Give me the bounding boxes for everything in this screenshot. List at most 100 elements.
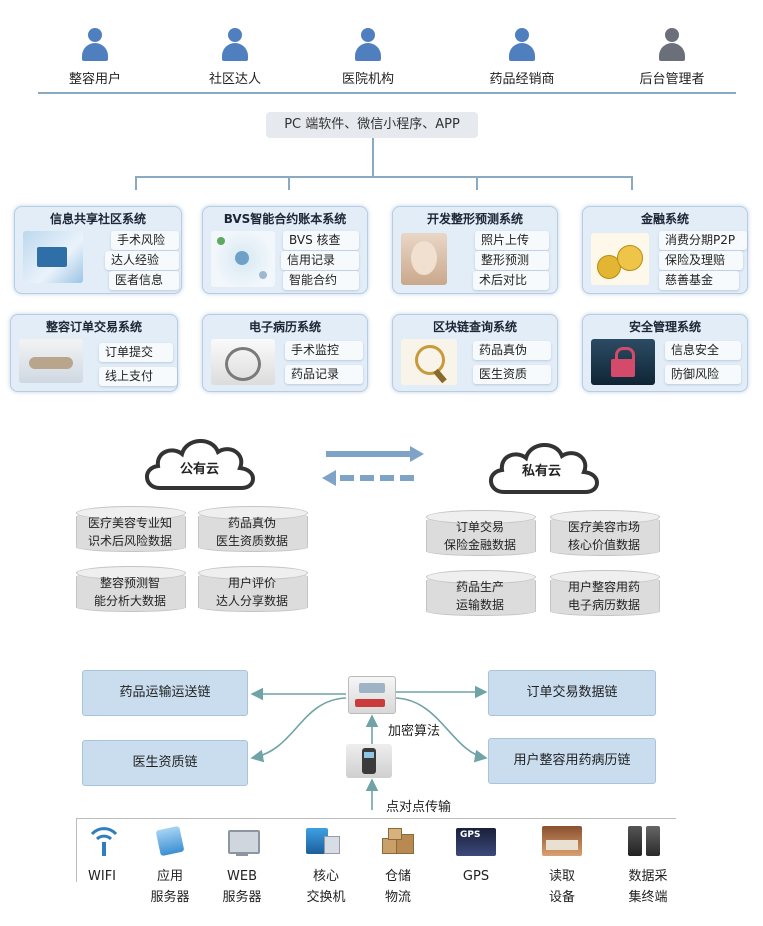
device-label-reader: 读取设备 xyxy=(548,869,575,905)
magnifier-icon xyxy=(401,339,457,385)
chain-emr: 用户整容用药病历链 xyxy=(488,738,656,784)
private-cloud: 私有云 xyxy=(482,432,606,500)
system-tag: 达人经验 xyxy=(105,251,179,270)
device-label-terminal: 数据采集终端 xyxy=(628,869,668,905)
system-tag: 手术风险 xyxy=(111,231,179,250)
system-tag: 手术监控 xyxy=(285,341,363,360)
system-title: 区块链查询系统 xyxy=(432,320,517,334)
system-title: 信息共享社区系统 xyxy=(49,212,146,226)
person-icon xyxy=(355,28,381,64)
system-order-trading: 整容订单交易系统 订单提交 线上支付 xyxy=(10,314,178,392)
system-title: 安全管理系统 xyxy=(628,320,701,334)
terminal-icon xyxy=(624,826,668,858)
connector xyxy=(288,176,290,190)
user-role-admin: 后台管理者 xyxy=(617,28,727,87)
sync-arrows xyxy=(322,446,424,486)
database-cylinder: 药品生产运输数据 xyxy=(426,570,536,616)
handheld-device-icon xyxy=(346,744,392,778)
chain-order-trading: 订单交易数据链 xyxy=(488,670,656,716)
database-cylinder: 订单交易保险金融数据 xyxy=(426,510,536,556)
system-blockchain-query: 区块链查询系统 药品真伪 医生资质 xyxy=(392,314,558,392)
device-frame-left xyxy=(76,818,77,882)
user-role-label: 整容用户 xyxy=(68,72,121,87)
db-label: 整容预测智 xyxy=(99,576,160,590)
web-server-icon xyxy=(222,826,262,858)
person-icon xyxy=(509,28,535,64)
system-title: BVS智能合约账本系统 xyxy=(223,212,347,226)
app-server-icon xyxy=(150,825,190,858)
system-title: 开发整形预测系统 xyxy=(426,212,523,226)
chain-doctor-qualification: 医生资质链 xyxy=(82,740,248,786)
db-label: 药品生产 xyxy=(455,580,504,594)
stethoscope-icon xyxy=(211,339,275,385)
database-cylinder: 用户整容用药电子病历数据 xyxy=(550,570,660,616)
device-label-wifi: WIFI xyxy=(88,869,116,884)
system-tag: 照片上传 xyxy=(475,231,549,250)
system-tag: 术后对比 xyxy=(473,271,549,290)
db-label: 达人分享数据 xyxy=(215,594,288,608)
p2p-label: 点对点传输 xyxy=(386,800,452,815)
connector xyxy=(372,138,374,176)
platform-box: PC 端软件、微信小程序、APP xyxy=(266,112,478,138)
encryption-label: 加密算法 xyxy=(388,724,441,739)
device-label-warehouse: 仓储物流 xyxy=(384,869,411,905)
user-role-hospital: 医院机构 xyxy=(313,28,423,87)
system-tag: 防御风险 xyxy=(665,365,741,384)
db-label: 识术后风险数据 xyxy=(87,534,172,548)
system-security: 安全管理系统 信息安全 防御风险 xyxy=(582,314,748,392)
database-cylinder: 医疗美容市场核心价值数据 xyxy=(550,510,660,556)
gps-icon: GPS xyxy=(454,826,498,858)
db-label: 订单交易 xyxy=(455,520,504,534)
system-title: 金融系统 xyxy=(640,212,689,226)
reader-icon xyxy=(540,826,584,858)
system-tag: 信息安全 xyxy=(665,341,741,360)
db-label: 用户整容用药 xyxy=(567,580,640,594)
db-label: 医疗美容市场 xyxy=(567,520,640,534)
chain-drug-transport: 药品运输运送链 xyxy=(82,670,248,716)
db-label: 电子病历数据 xyxy=(567,598,640,612)
network-icon xyxy=(211,231,275,287)
wifi-icon xyxy=(84,826,124,858)
system-tag: 订单提交 xyxy=(99,343,173,362)
db-label: 核心价值数据 xyxy=(567,538,640,552)
person-icon xyxy=(222,28,248,64)
user-role-label: 药品经销商 xyxy=(489,72,555,87)
system-tag: 慈善基金 xyxy=(659,271,739,290)
database-cylinder: 整容预测智能分析大数据 xyxy=(76,566,186,612)
connector xyxy=(476,176,478,190)
system-tag: BVS 核查 xyxy=(283,231,359,250)
user-role-cosmetic-user: 整容用户 xyxy=(40,28,150,87)
db-label: 能分析大数据 xyxy=(93,594,166,608)
person-icon xyxy=(659,28,685,64)
private-cloud-label: 私有云 xyxy=(522,464,562,479)
db-label: 运输数据 xyxy=(455,598,504,612)
warehouse-icon xyxy=(378,826,418,858)
system-tag: 线上支付 xyxy=(99,367,177,386)
database-cylinder: 用户评价达人分享数据 xyxy=(198,566,308,612)
system-tag: 消费分期P2P xyxy=(659,231,747,250)
user-role-label: 后台管理者 xyxy=(639,72,705,87)
user-role-drug-distributor: 药品经销商 xyxy=(467,28,577,87)
cloud-icon xyxy=(489,443,599,494)
device-label-app-server: 应用服务器 xyxy=(150,869,190,905)
system-info-sharing: 信息共享社区系统 手术风险 达人经验 医者信息 xyxy=(14,206,182,294)
system-tag: 整形预测 xyxy=(475,251,549,270)
user-role-label: 医院机构 xyxy=(341,72,394,87)
system-tag: 信用记录 xyxy=(281,251,359,270)
system-title: 电子病历系统 xyxy=(248,320,321,334)
face-icon xyxy=(401,233,447,285)
db-label: 用户评价 xyxy=(227,576,276,590)
cloud-icon xyxy=(145,439,255,490)
system-tag: 医者信息 xyxy=(109,271,179,290)
core-switch-icon xyxy=(302,826,342,858)
system-tag: 保险及理赔 xyxy=(659,251,743,270)
device-frame-top xyxy=(76,818,676,819)
db-label: 药品真伪 xyxy=(227,516,276,530)
gold-coins-icon xyxy=(591,233,649,285)
system-plastic-prediction: 开发整形预测系统 照片上传 整形预测 术后对比 xyxy=(392,206,558,294)
system-tag: 药品真伪 xyxy=(473,341,551,360)
database-cylinder: 医疗美容专业知识术后风险数据 xyxy=(76,506,186,552)
divider xyxy=(38,92,736,94)
system-tag: 医生资质 xyxy=(473,365,551,384)
connector xyxy=(631,176,633,190)
